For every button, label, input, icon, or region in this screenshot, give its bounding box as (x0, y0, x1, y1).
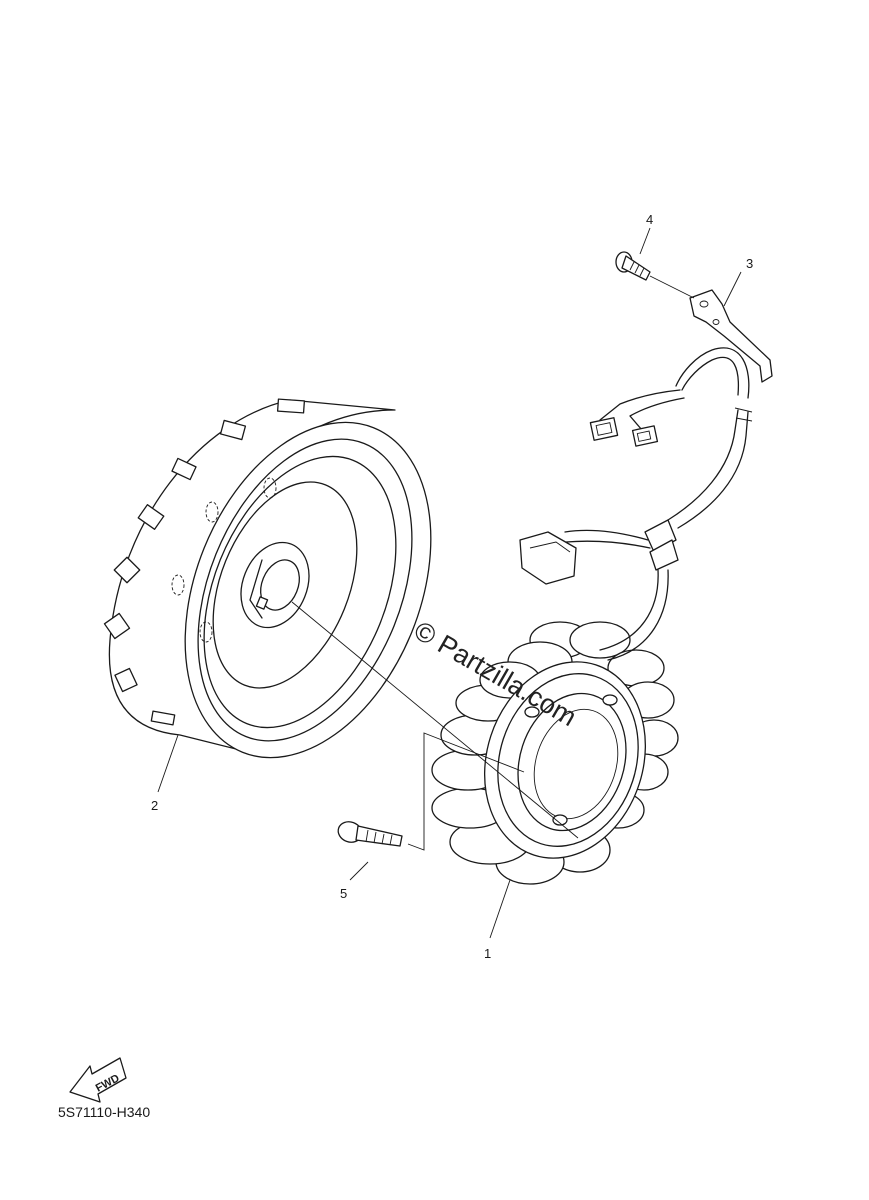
callout-1: 1 (484, 946, 491, 961)
callout-5: 5 (340, 886, 347, 901)
diagram-part-number: 5S71110-H340 (58, 1104, 151, 1120)
assembly-axis-line (291, 601, 579, 839)
stator-coil (431, 621, 679, 885)
rotor-flywheel (103, 398, 432, 759)
fwd-arrow-icon: FWD (69, 1057, 127, 1103)
stator-bolt (337, 732, 525, 851)
wire-clamp-bracket (689, 289, 773, 383)
callout-2: 2 (151, 798, 158, 813)
rotor-teeth (103, 398, 306, 726)
wire-harness (519, 347, 753, 661)
callout-4: 4 (646, 212, 653, 227)
bracket-bolt (615, 251, 695, 299)
callout-3: 3 (746, 256, 753, 271)
callout-leaders (157, 227, 742, 939)
